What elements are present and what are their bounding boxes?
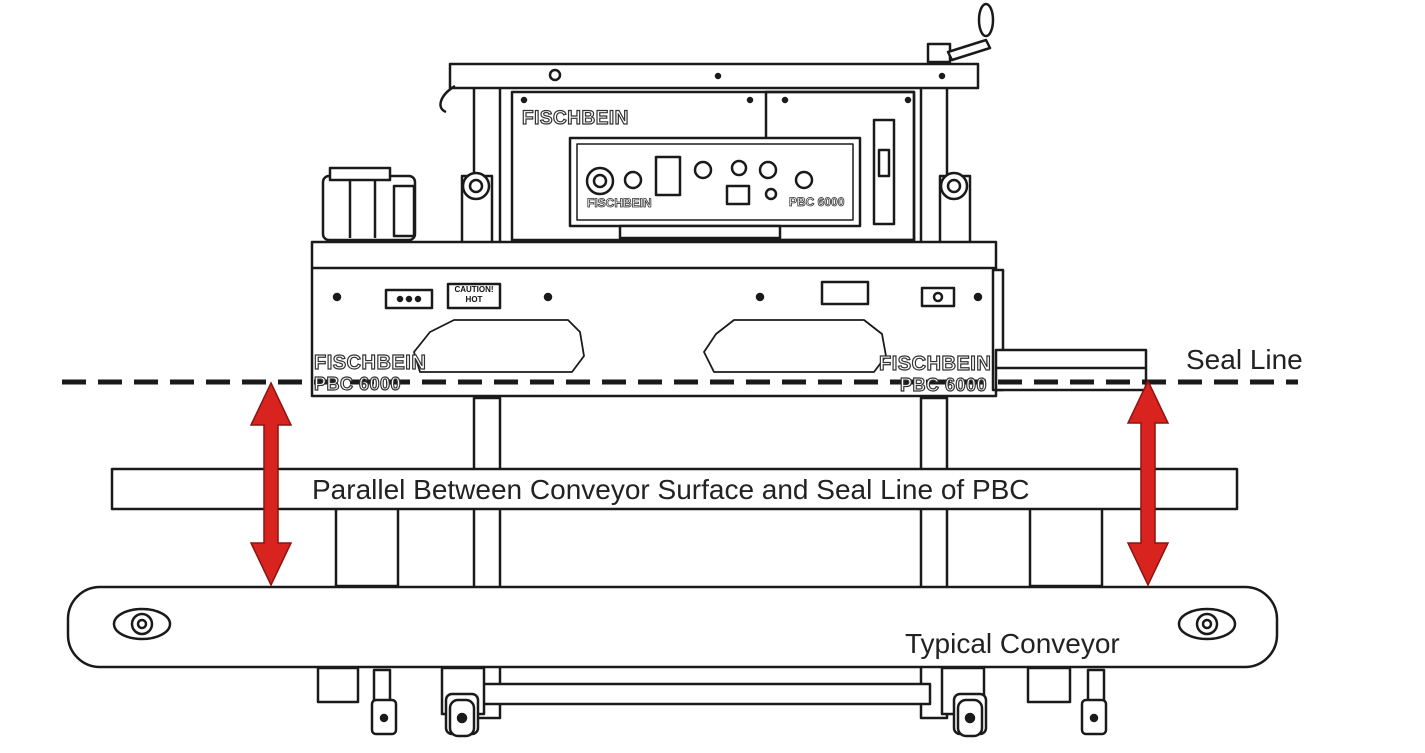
parallel-label: Parallel Between Conveyor Surface and Se… bbox=[312, 474, 1030, 505]
seal-line-label: Seal Line bbox=[1186, 344, 1303, 375]
caution-hot-label: CAUTION! HOT bbox=[448, 285, 500, 305]
panel-model: PBC 6000 bbox=[789, 195, 845, 210]
height-arrow-right bbox=[1126, 379, 1170, 587]
motor bbox=[321, 166, 417, 242]
speed-gauge bbox=[872, 118, 896, 226]
caster-wheels bbox=[379, 698, 1099, 738]
vent-grille-right bbox=[703, 319, 887, 373]
hot-text: HOT bbox=[465, 295, 483, 304]
warning-sticker bbox=[820, 280, 870, 306]
caution-text: CAUTION! bbox=[454, 285, 494, 294]
machine-brand-left: FISCHBEIN bbox=[313, 351, 427, 374]
sealer-body bbox=[310, 240, 1005, 398]
vent-grille-left bbox=[413, 319, 585, 373]
conveyor-legs bbox=[316, 666, 1108, 736]
temperature-display bbox=[654, 155, 682, 197]
top-cover bbox=[439, 62, 980, 114]
crank-handle bbox=[926, 2, 995, 64]
caution-hot-sticker bbox=[446, 282, 502, 310]
panel-brand: FISCHBEIN bbox=[587, 196, 652, 211]
height-arrow-left bbox=[249, 381, 293, 587]
tension-wheel-right bbox=[938, 171, 972, 248]
machine-model-left: PBC 6000 bbox=[313, 373, 402, 394]
machine-brand-top: FISCHBEIN bbox=[521, 107, 629, 129]
tension-wheel-left bbox=[460, 171, 494, 248]
parallel-board bbox=[110, 467, 1239, 511]
control-panel bbox=[568, 136, 862, 240]
conveyor-bed bbox=[66, 585, 1279, 669]
conveyor-label: Typical Conveyor bbox=[905, 628, 1120, 659]
sealer-stand bbox=[334, 396, 1104, 736]
pulley-right-icon bbox=[1177, 607, 1237, 641]
machine-model-right: PBC 6000 bbox=[899, 374, 988, 395]
pulley-left-icon bbox=[112, 607, 172, 641]
machine-brand-right: FISCHBEIN bbox=[878, 352, 992, 375]
